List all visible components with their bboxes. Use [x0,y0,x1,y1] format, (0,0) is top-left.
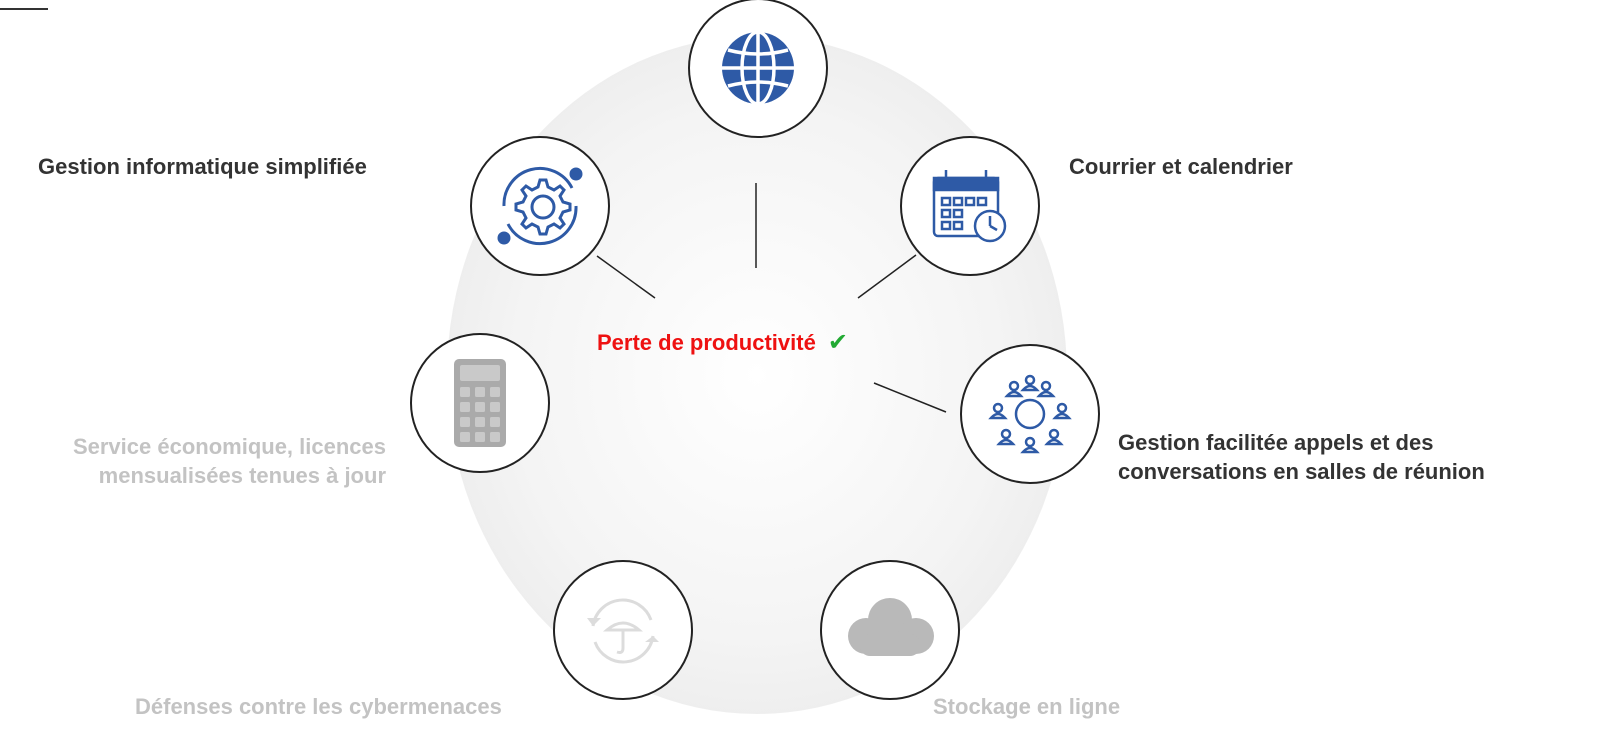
label-defense: Défenses contre les cybermenaces [135,694,502,719]
meeting-people-icon [988,374,1072,454]
label-calculator-line-2: mensualisées tenues à jour [98,463,386,488]
node-calculator[interactable] [410,333,550,473]
label-gear: Gestion informatique simplifiée [38,154,367,179]
checkmark-icon: ✔ [827,329,848,356]
label-calculator-line-1: Service économique, licences [72,434,386,459]
node-meeting[interactable] [960,344,1100,484]
node-cloud[interactable] [820,560,960,700]
label-meeting-line-2: conversations en salles de réunion [1118,459,1485,484]
cloud-icon [848,598,934,656]
gear-icon [497,166,583,246]
connector-meeting [873,382,947,413]
node-defense[interactable] [553,560,693,700]
connector-calendar [857,254,917,299]
connector-gear [596,255,656,299]
label-meeting-line-1: Gestion facilitée appels et des [1118,430,1434,455]
center-title: Perte de productivité ✔ [597,328,848,358]
corner-divider [0,8,48,10]
label-calculator: Service économique, licences mensualisée… [8,432,386,490]
node-gear[interactable] [470,136,610,276]
calculator-icon [454,359,506,447]
label-cloud: Stockage en ligne [933,694,1121,719]
center-title-text: Perte de productivité [597,330,816,355]
node-globe[interactable] [688,0,828,138]
label-calendar: Courrier et calendrier [1069,154,1293,179]
globe-icon [722,30,794,106]
calendar-clock-icon [932,170,1007,243]
umbrella-shield-icon [587,598,659,664]
label-meeting: Gestion facilitée appels et des conversa… [1118,428,1485,486]
node-calendar[interactable] [900,136,1040,276]
